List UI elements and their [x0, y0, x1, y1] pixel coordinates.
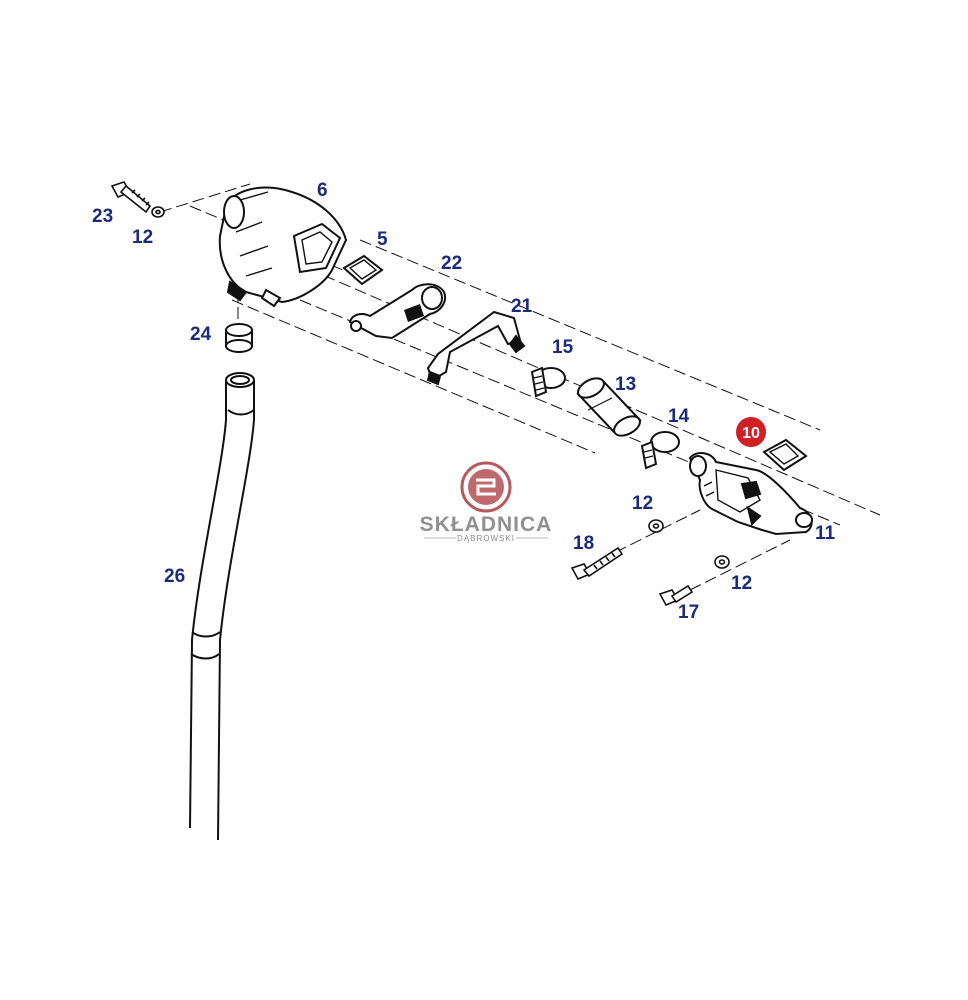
callout-24: 24 [190, 324, 212, 345]
callout-26: 26 [164, 566, 185, 587]
clamp-part-14 [640, 431, 680, 470]
callout-12-middle: 12 [632, 493, 653, 514]
callout-6: 6 [317, 180, 328, 201]
watermark: SKŁADNICA DĄBROWSKI [420, 461, 553, 543]
hose-part-26 [189, 372, 255, 841]
clamp-part-15 [530, 366, 566, 398]
callout-10: 10 [742, 425, 760, 442]
gasket-part-10 [762, 438, 808, 472]
watermark-name: SKŁADNICA [420, 513, 553, 536]
washer-part-12-top [151, 206, 165, 218]
skladnica-logo-icon [460, 461, 512, 513]
bolt-part-18 [570, 546, 624, 581]
housing-part-6 [218, 186, 348, 308]
callout-13: 13 [615, 374, 636, 395]
callout-12-top: 12 [132, 227, 153, 248]
callout-23: 23 [92, 206, 113, 227]
highlight-circle [736, 417, 766, 447]
callout-14: 14 [668, 406, 690, 427]
sleeve-part-13 [576, 377, 642, 437]
collar-part-24 [225, 323, 253, 353]
callout-18: 18 [573, 533, 594, 554]
washer-part-12-lower [714, 555, 730, 569]
bolt-part-23 [110, 181, 152, 214]
callout-22: 22 [441, 253, 462, 274]
callout-5: 5 [377, 229, 388, 250]
callout-15: 15 [552, 337, 574, 358]
manifold-part-11 [688, 452, 813, 536]
bolt-part-17 [658, 584, 694, 607]
washer-part-12-middle [648, 519, 664, 533]
gasket-part-5 [342, 254, 384, 286]
callout-labels: 23 12 6 5 22 21 24 15 13 14 12 11 18 12 … [92, 180, 836, 623]
callout-21: 21 [511, 296, 533, 317]
callout-11: 11 [815, 523, 836, 544]
callout-17: 17 [678, 602, 699, 623]
watermark-sub: DĄBROWSKI [457, 534, 515, 543]
callout-12-lower: 12 [731, 573, 752, 594]
bracket-part-22 [348, 283, 446, 340]
hanger-part-21 [426, 310, 526, 386]
callout-10-badge: 10 [736, 417, 766, 447]
